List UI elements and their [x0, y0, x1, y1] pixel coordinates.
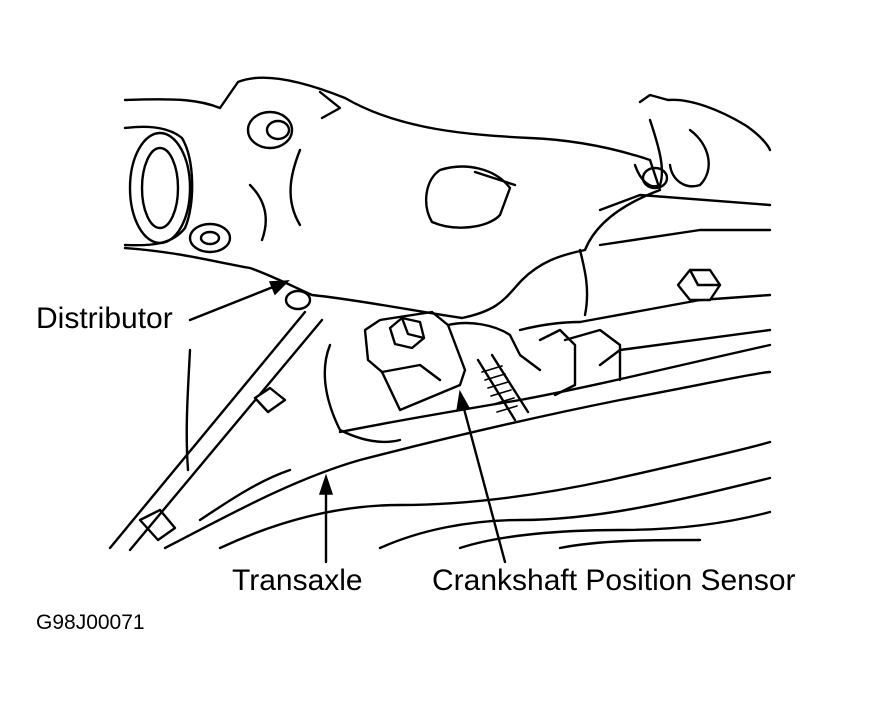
- sensor-leader: [456, 389, 507, 564]
- mounting-bracket: [518, 93, 772, 332]
- distributor-housing: [123, 76, 662, 320]
- distributor-label: Distributor: [36, 302, 173, 335]
- sensor-assembly: [323, 310, 622, 444]
- transaxle-leader: [318, 473, 334, 564]
- distributor-leader: [188, 280, 290, 322]
- crankshaft-position-sensor-label: Crankshaft Position Sensor: [432, 564, 796, 597]
- control-rod: [108, 310, 324, 552]
- transaxle-label: Transaxle: [232, 564, 363, 597]
- figure-id: G98J00071: [36, 611, 145, 634]
- transaxle-case: [163, 328, 772, 550]
